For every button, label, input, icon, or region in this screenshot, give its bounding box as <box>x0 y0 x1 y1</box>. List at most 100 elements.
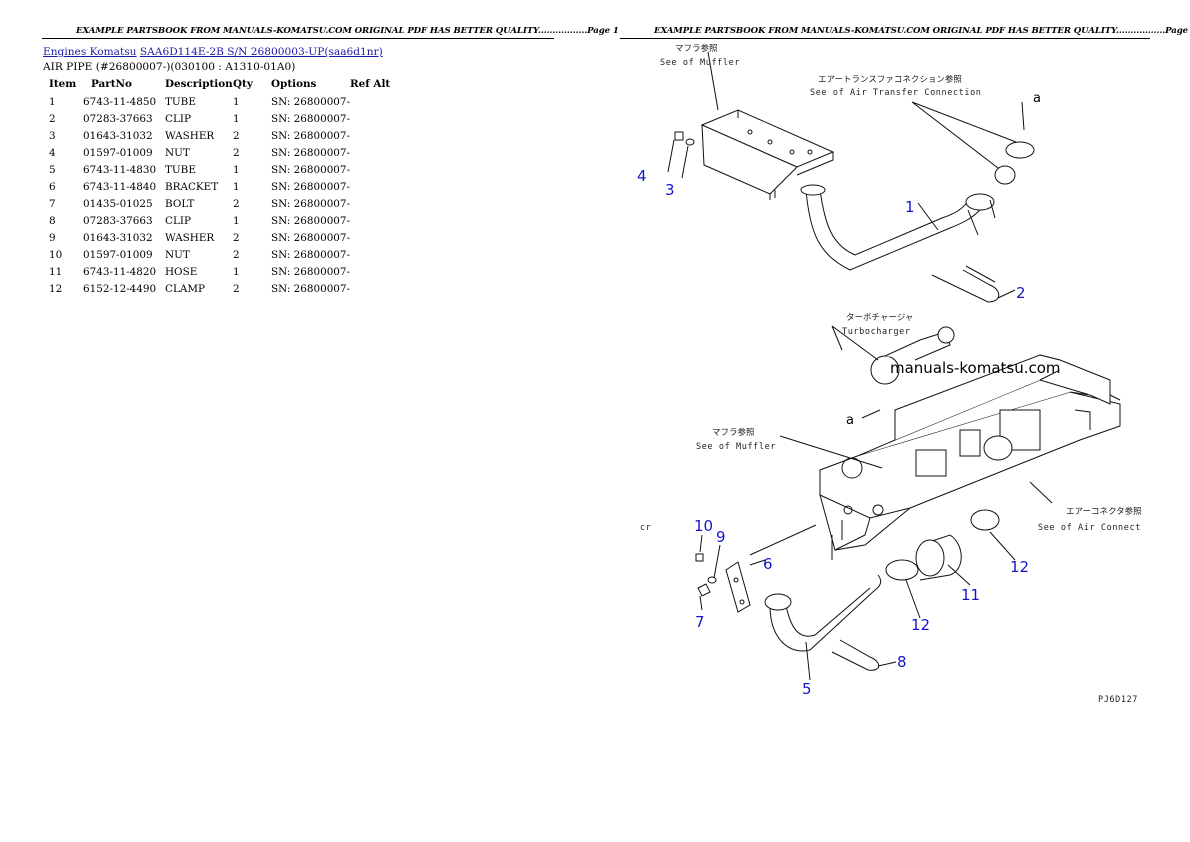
cell-item: 6 <box>49 180 56 193</box>
cell-qty: 2 <box>233 282 240 295</box>
cell-partno: 07283-37663 <box>83 214 153 227</box>
label-air-transfer-jp: エアートランスファコネクション参照 <box>818 74 962 85</box>
cell-options: SN: 26800007- <box>271 163 351 176</box>
cell-options: SN: 26800007- <box>271 129 351 142</box>
cell-item: 11 <box>49 265 63 278</box>
cell-ref-alt <box>350 178 410 195</box>
label-muffler-en: See of Muffler <box>660 58 740 68</box>
cell-item: 8 <box>49 214 56 227</box>
label-muffler2-en: See of Muffler <box>696 442 776 452</box>
cell-ref-alt <box>350 195 410 212</box>
cell-description: BRACKET <box>165 180 219 193</box>
cell-item: 2 <box>49 112 56 125</box>
cell-options: SN: 26800007- <box>271 95 351 108</box>
cell-item: 1 <box>49 95 56 108</box>
cell-description: WASHER <box>165 231 215 244</box>
callout-11: 11 <box>961 586 980 604</box>
cell-description: NUT <box>165 146 190 159</box>
cell-description: CLIP <box>165 214 191 227</box>
cell-partno: 01597-01009 <box>83 146 153 159</box>
callout-1: 1 <box>905 198 915 216</box>
cell-description: TUBE <box>165 95 196 108</box>
cell-options: SN: 26800007- <box>271 265 351 278</box>
cell-ref-alt <box>350 263 410 280</box>
cell-options: SN: 26800007- <box>271 214 351 227</box>
col-header-options: Options <box>271 77 317 90</box>
cell-qty: 2 <box>233 231 240 244</box>
label-drawing-code: PJ6D127 <box>1098 695 1138 705</box>
cell-description: CLIP <box>165 112 191 125</box>
cell-item: 9 <box>49 231 56 244</box>
cell-partno: 07283-37663 <box>83 112 153 125</box>
cell-partno: 01643-31032 <box>83 129 153 142</box>
cell-qty: 2 <box>233 129 240 142</box>
cell-qty: 1 <box>233 265 240 278</box>
cell-description: TUBE <box>165 163 196 176</box>
label-muffler-jp: マフラ参照 <box>675 43 718 54</box>
cell-qty: 2 <box>233 197 240 210</box>
cell-qty: 1 <box>233 180 240 193</box>
cell-ref-alt <box>350 280 410 297</box>
col-header-partno: PartNo <box>91 77 132 90</box>
table-row: 2 07283-37663 CLIP 1 SN: 26800007- <box>43 110 410 127</box>
engine-assembly <box>695 325 1121 671</box>
cell-description: NUT <box>165 248 190 261</box>
breadcrumb-link-engines[interactable]: Engines Komatsu <box>43 46 137 58</box>
cell-description: HOSE <box>165 265 198 278</box>
cell-qty: 1 <box>233 163 240 176</box>
callout-12-b: 12 <box>1010 558 1029 576</box>
cell-qty: 2 <box>233 146 240 159</box>
cell-options: SN: 26800007- <box>271 112 351 125</box>
label-turbo-jp: ターボチャージャ <box>846 313 913 323</box>
cell-partno: 6743-11-4830 <box>83 163 157 176</box>
callout-2: 2 <box>1016 284 1026 302</box>
parts-table: Item PartNo Description Qty Options Ref … <box>43 76 410 297</box>
callout-12-a: 12 <box>911 616 930 634</box>
callout-7: 7 <box>695 613 705 631</box>
upper-assembly <box>674 51 1035 303</box>
parts-diagram: manuals-komatsu.com マフラ参照 See of Muffler… <box>637 43 1142 705</box>
cell-item: 7 <box>49 197 56 210</box>
cell-options: SN: 26800007- <box>271 197 351 210</box>
cell-partno: 6152-12-4490 <box>83 282 157 295</box>
col-header-ref-alt: Ref Alt <box>350 77 391 90</box>
cell-ref-alt <box>350 212 410 229</box>
cell-description: BOLT <box>165 197 195 210</box>
cell-partno: 6743-11-4840 <box>83 180 157 193</box>
breadcrumb-link-model[interactable]: SAA6D114E-2B S/N 26800003-UP(saa6d1nr) <box>139 46 383 58</box>
label-turbo-en: Turbocharger <box>842 327 911 337</box>
diagram-watermark: manuals-komatsu.com <box>890 359 1061 377</box>
label-a-top: a <box>1033 91 1041 106</box>
page-header-1: EXAMPLE PARTSBOOK FROM MANUALS-KOMATSU.C… <box>76 26 619 36</box>
cell-description: WASHER <box>165 129 215 142</box>
callout-10: 10 <box>694 517 713 535</box>
cell-qty: 1 <box>233 95 240 108</box>
callout-6: 6 <box>763 555 773 573</box>
label-cr: cr <box>640 523 651 533</box>
cell-ref-alt <box>350 229 410 246</box>
label-muffler2-jp: マフラ参照 <box>712 427 755 438</box>
cell-qty: 1 <box>233 112 240 125</box>
header-rule-1 <box>42 38 554 39</box>
cell-partno: 6743-11-4820 <box>83 265 157 278</box>
cell-description: CLAMP <box>165 282 205 295</box>
col-header-description: Description <box>165 77 233 90</box>
callout-4: 4 <box>637 167 647 185</box>
callout-9: 9 <box>716 528 726 546</box>
cell-ref-alt <box>350 127 410 144</box>
cell-ref-alt <box>350 246 410 263</box>
page-subtitle: AIR PIPE (#26800007-)(030100 : A1310-01A… <box>43 61 296 73</box>
col-header-item: Item <box>49 77 77 90</box>
breadcrumb: Engines Komatsu SAA6D114E-2B S/N 2680000… <box>43 46 383 58</box>
cell-partno: 01643-31032 <box>83 231 153 244</box>
header-rule-2 <box>620 38 1150 39</box>
label-air-transfer-en: See of Air Transfer Connection <box>810 88 982 98</box>
